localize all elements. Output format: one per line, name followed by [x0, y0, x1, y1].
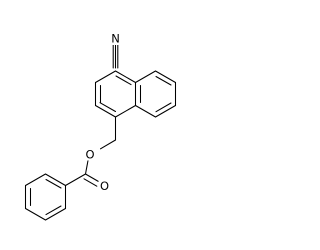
bond-ph-c2-c3-inner	[45, 205, 62, 216]
bond-ph-c6-c1	[44, 173, 67, 187]
ester-linker	[64, 116, 117, 187]
bond-c3-c4	[94, 70, 117, 84]
bond-c8a-c1	[114, 104, 137, 118]
bond-c5-c6-inner	[155, 75, 172, 86]
bond-carbonyl-c-phenyl	[64, 173, 87, 187]
bond-ph-c3-c4	[24, 207, 47, 221]
bond-c8-c8a	[134, 104, 157, 118]
naphthalene-ring-a	[94, 70, 137, 118]
bond-c5-c6	[154, 70, 177, 84]
chemical-structure-diagram: N O O	[24, 32, 177, 221]
bond-ch2-o	[99, 139, 117, 150]
bond-c4a-c5	[134, 70, 157, 84]
nitrogen-label: N	[111, 32, 120, 46]
bond-ph-c6-c1-inner	[45, 178, 62, 189]
bond-c7-c8-inner	[155, 102, 172, 113]
bond-o-carbonyl-c	[84, 159, 89, 175]
bond-ph-c2-c3	[44, 207, 67, 221]
bond-c1-c2-inner	[99, 102, 117, 113]
atom-label-ester-oxygen: O	[84, 148, 96, 162]
nitrile-group	[112, 43, 119, 69]
bond-c1-c2	[94, 104, 117, 118]
bond-c7-c8	[154, 104, 177, 118]
ester-oxygen-label: O	[85, 148, 94, 162]
bond-c4-c4a	[114, 70, 137, 84]
bond-c4-c4a-inner	[115, 75, 132, 86]
atom-label-nitrile-nitrogen: N	[109, 32, 122, 46]
phenyl-ring	[24, 173, 67, 221]
bond-ph-c5-c6	[24, 173, 47, 187]
bond-carbonyl-c-o-b	[83, 178, 98, 187]
atom-label-carbonyl-oxygen: O	[98, 179, 111, 193]
carbonyl-oxygen-label: O	[100, 179, 109, 193]
bond-carbonyl-c-o-a	[84, 173, 100, 183]
naphthalene-ring-b	[134, 70, 177, 118]
